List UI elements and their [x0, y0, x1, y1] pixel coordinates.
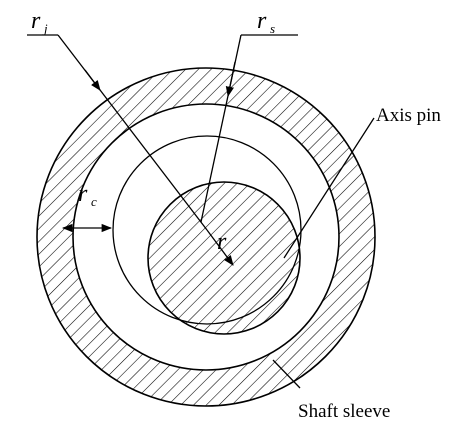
rc-subscript: c [91, 194, 97, 209]
axis-pin-leader [283, 117, 375, 259]
rj-arrow [84, 69, 101, 91]
rs-arrow [225, 61, 236, 98]
rs-subscript: s [270, 21, 275, 36]
rj-subscript: j [42, 21, 48, 36]
axis-pin-label: Axis pin [376, 105, 441, 126]
r-label: r [217, 229, 227, 255]
shaft-sleeve-label: Shaft sleeve [298, 401, 390, 422]
rc-label: r [78, 181, 88, 207]
rj-radius-line [57, 34, 208, 231]
shaft-sleeve-ring [36, 67, 376, 407]
rs-label: r [257, 8, 267, 34]
shaft-sleeve-leader [272, 359, 301, 389]
rj-label: r [31, 8, 41, 34]
axis-pin-circle [147, 181, 301, 335]
r-arrow [206, 229, 234, 266]
